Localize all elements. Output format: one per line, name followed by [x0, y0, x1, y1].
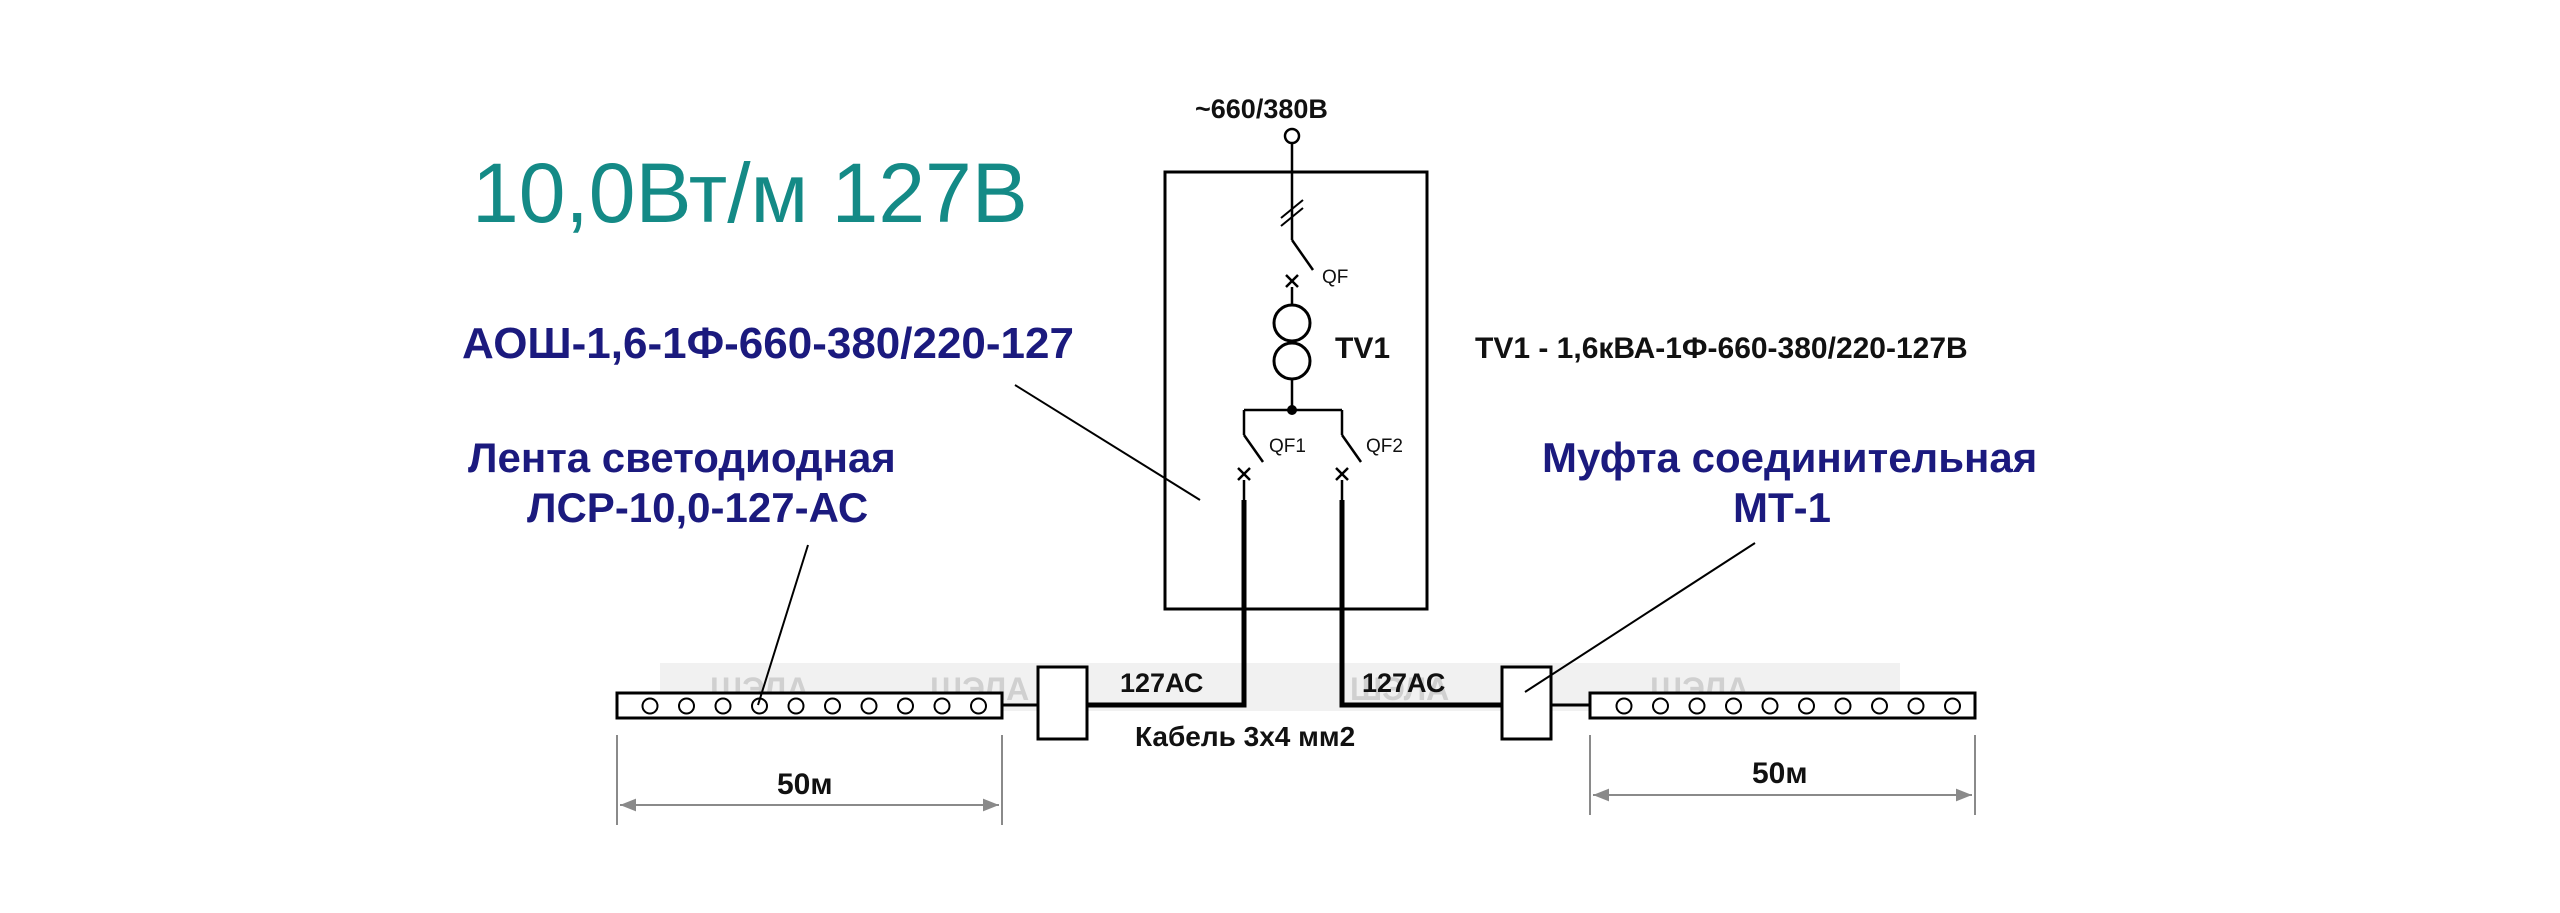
unit-model-label: АОШ-1,6-1Ф-660-380/220-127: [462, 319, 1074, 368]
right-led-icon: [1871, 697, 1888, 715]
right-dimension: [1589, 735, 1976, 815]
left-coupling-box: [1036, 665, 1089, 741]
input-terminal-icon: [1283, 127, 1301, 145]
left-length-label: 50м: [777, 768, 833, 801]
left-line-label: 127АС: [1120, 668, 1203, 698]
transformer-secondary-icon: [1272, 341, 1312, 381]
left-led-icon: [678, 697, 695, 715]
cable-label: Кабель 3х4 мм2: [1135, 721, 1355, 752]
left-led-points: [641, 697, 987, 715]
qf2-breaker-icon: [1335, 410, 1363, 500]
right-coupling-box: [1500, 665, 1553, 741]
right-led-icon: [1944, 697, 1961, 715]
unit-enclosure: [1163, 170, 1429, 611]
qf-label: QF: [1322, 267, 1348, 288]
right-led-icon: [1798, 697, 1815, 715]
right-length-label: 50м: [1752, 757, 1808, 790]
right-led-icon: [1834, 697, 1852, 715]
led-strip-label-line1: Лента светодиодная: [468, 434, 896, 481]
left-led-icon: [787, 697, 805, 715]
phase-marker-icon: [1280, 199, 1304, 219]
left-led-icon: [897, 697, 914, 715]
led-strip-label-line2: ЛСР-10,0-127-АС: [527, 484, 868, 531]
left-led-icon: [824, 697, 841, 715]
tv1-label: TV1: [1335, 332, 1390, 365]
left-led-icon: [641, 697, 659, 715]
coupling-leader: [1524, 542, 1756, 693]
qf1-breaker-icon: [1237, 410, 1265, 500]
left-led-icon: [933, 697, 951, 715]
unit-model-leader: [1014, 384, 1201, 501]
supply-voltage-label: ~660/380В: [1195, 94, 1328, 124]
power-rating-label: 10,0Вт/м 127В: [472, 146, 1028, 240]
coupling-label-line2: МТ-1: [1733, 484, 1831, 531]
led-strip-leader: [757, 544, 809, 706]
right-led-points: [1615, 697, 1961, 715]
transformer-primary-icon: [1272, 303, 1312, 343]
right-led-icon: [1688, 697, 1706, 715]
right-output-cable: [1339, 500, 1502, 708]
left-dimension: [616, 735, 1003, 825]
right-led-icon: [1615, 697, 1633, 715]
qf1-label: QF1: [1269, 436, 1306, 457]
left-led-icon: [860, 697, 878, 715]
phase-marker-icon-2: [1280, 207, 1304, 227]
right-line-label: 127АС: [1362, 668, 1445, 698]
watermark-text-3: ШЭЛА: [1350, 671, 1449, 707]
coupling-label-line1: Муфта соединительная: [1542, 434, 2037, 481]
right-led-icon: [1907, 697, 1925, 715]
right-led-icon: [1761, 697, 1779, 715]
left-output-cable: [1087, 500, 1247, 708]
qf-breaker-icon: [1285, 239, 1315, 305]
right-led-icon: [1652, 697, 1669, 715]
right-led-icon: [1725, 697, 1742, 715]
transformer-spec-label: TV1 - 1,6кВА-1Ф-660-380/220-127В: [1475, 332, 1968, 365]
left-led-icon: [970, 697, 987, 715]
right-led-strip: [1588, 691, 1977, 720]
left-led-icon: [714, 697, 732, 715]
left-led-strip: [615, 691, 1004, 720]
qf2-label: QF2: [1366, 436, 1403, 457]
